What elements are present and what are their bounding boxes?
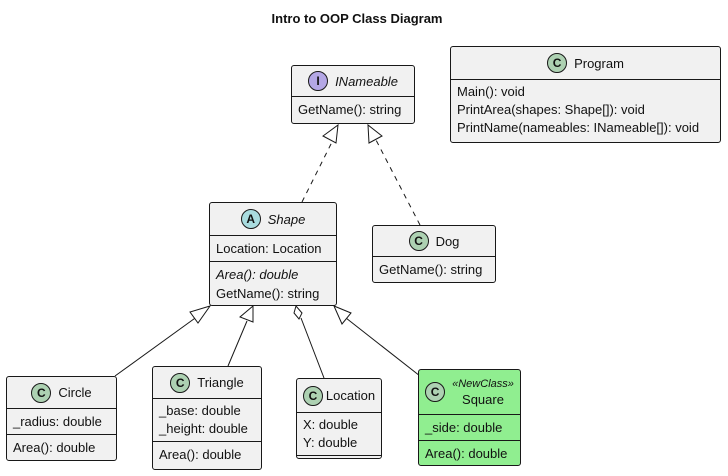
- stereotype-label: «NewClass»: [452, 378, 514, 390]
- shape-inameable-realization: [301, 139, 334, 203]
- class-name: Circle: [58, 385, 92, 400]
- class-name: INameable: [335, 73, 398, 89]
- class-badge-icon: C: [170, 372, 191, 393]
- abstract-badge-icon: A: [240, 209, 261, 229]
- class-name: Location: [325, 388, 376, 403]
- class-inameable[interactable]: I INameable GetName(): string: [291, 65, 415, 124]
- method: PrintName(nameables: INameable[]): void: [457, 120, 700, 135]
- class-program[interactable]: C Program Main(): void PrintArea(shapes:…: [450, 46, 721, 143]
- class-badge-icon: C: [302, 385, 323, 406]
- triangle-shape-arrowhead: [239, 304, 254, 323]
- class-location[interactable]: C Location X: double Y: double: [296, 378, 382, 459]
- class-badge-icon: C: [408, 231, 429, 251]
- class-name: Square: [462, 392, 504, 407]
- triangle-shape-inheritance: [227, 320, 248, 367]
- class-square[interactable]: C «NewClass» Square _side: double Area()…: [418, 369, 521, 466]
- methods-section: [297, 455, 381, 464]
- square-shape-inheritance: [345, 317, 421, 377]
- shape-inameable-arrowhead: [322, 123, 339, 144]
- class-name: Program: [574, 55, 624, 71]
- field: _radius: double: [13, 414, 102, 429]
- methods-section: Area(): double GetName(): string: [210, 261, 336, 306]
- fields-section: Location: Location: [210, 236, 336, 261]
- methods-section: GetName(): string: [373, 257, 495, 282]
- circle-shape-inheritance: [114, 315, 199, 377]
- method: GetName(): string: [216, 286, 320, 301]
- class-name: Dog: [435, 233, 460, 249]
- field: X: double: [303, 417, 358, 432]
- square-shape-arrowhead: [333, 305, 352, 325]
- fields-section: X: double Y: double: [297, 413, 381, 455]
- method: Area(): double: [13, 440, 96, 455]
- class-name: Shape: [267, 211, 306, 227]
- class-dog[interactable]: C Dog GetName(): string: [372, 225, 496, 283]
- methods-section: Area(): double: [7, 434, 116, 460]
- class-badge-icon: C: [425, 382, 446, 402]
- circle-shape-arrowhead: [189, 305, 212, 324]
- methods-section: Area(): double: [419, 440, 520, 466]
- shape-location-aggregation: [300, 317, 325, 379]
- field: _base: double: [159, 403, 241, 418]
- class-name: Triangle: [197, 375, 244, 390]
- method: GetName(): string: [379, 262, 483, 277]
- dog-inameable-arrowhead: [367, 123, 383, 144]
- abstract-method: Area(): double: [216, 267, 299, 282]
- method: Area(): double: [159, 447, 242, 462]
- methods-section: GetName(): string: [292, 97, 414, 122]
- class-badge-icon: C: [31, 382, 52, 403]
- method: GetName(): string: [298, 102, 402, 117]
- field: Y: double: [303, 435, 358, 450]
- methods-section: Main(): void PrintArea(shapes: Shape[]):…: [451, 80, 720, 140]
- method: Main(): void: [457, 84, 525, 99]
- interface-badge-icon: I: [308, 71, 329, 91]
- fields-section: _base: double _height: double: [153, 399, 261, 441]
- class-triangle[interactable]: C Triangle _base: double _height: double…: [152, 366, 262, 470]
- fields-section: _radius: double: [7, 409, 116, 434]
- aggregation-diamond: [293, 304, 303, 320]
- field: _side: double: [425, 420, 503, 435]
- dog-inameable-realization: [375, 139, 421, 226]
- method: PrintArea(shapes: Shape[]): void: [457, 102, 645, 117]
- fields-section: _side: double: [419, 415, 520, 440]
- field: Location: Location: [216, 241, 322, 256]
- field: _height: double: [159, 421, 248, 436]
- method: Area(): double: [425, 446, 508, 461]
- diagram-title: Intro to OOP Class Diagram: [271, 11, 443, 26]
- methods-section: Area(): double: [153, 441, 261, 467]
- class-circle[interactable]: C Circle _radius: double Area(): double: [6, 376, 117, 461]
- class-shape[interactable]: A Shape Location: Location Area(): doubl…: [209, 202, 337, 306]
- class-badge-icon: C: [547, 53, 568, 73]
